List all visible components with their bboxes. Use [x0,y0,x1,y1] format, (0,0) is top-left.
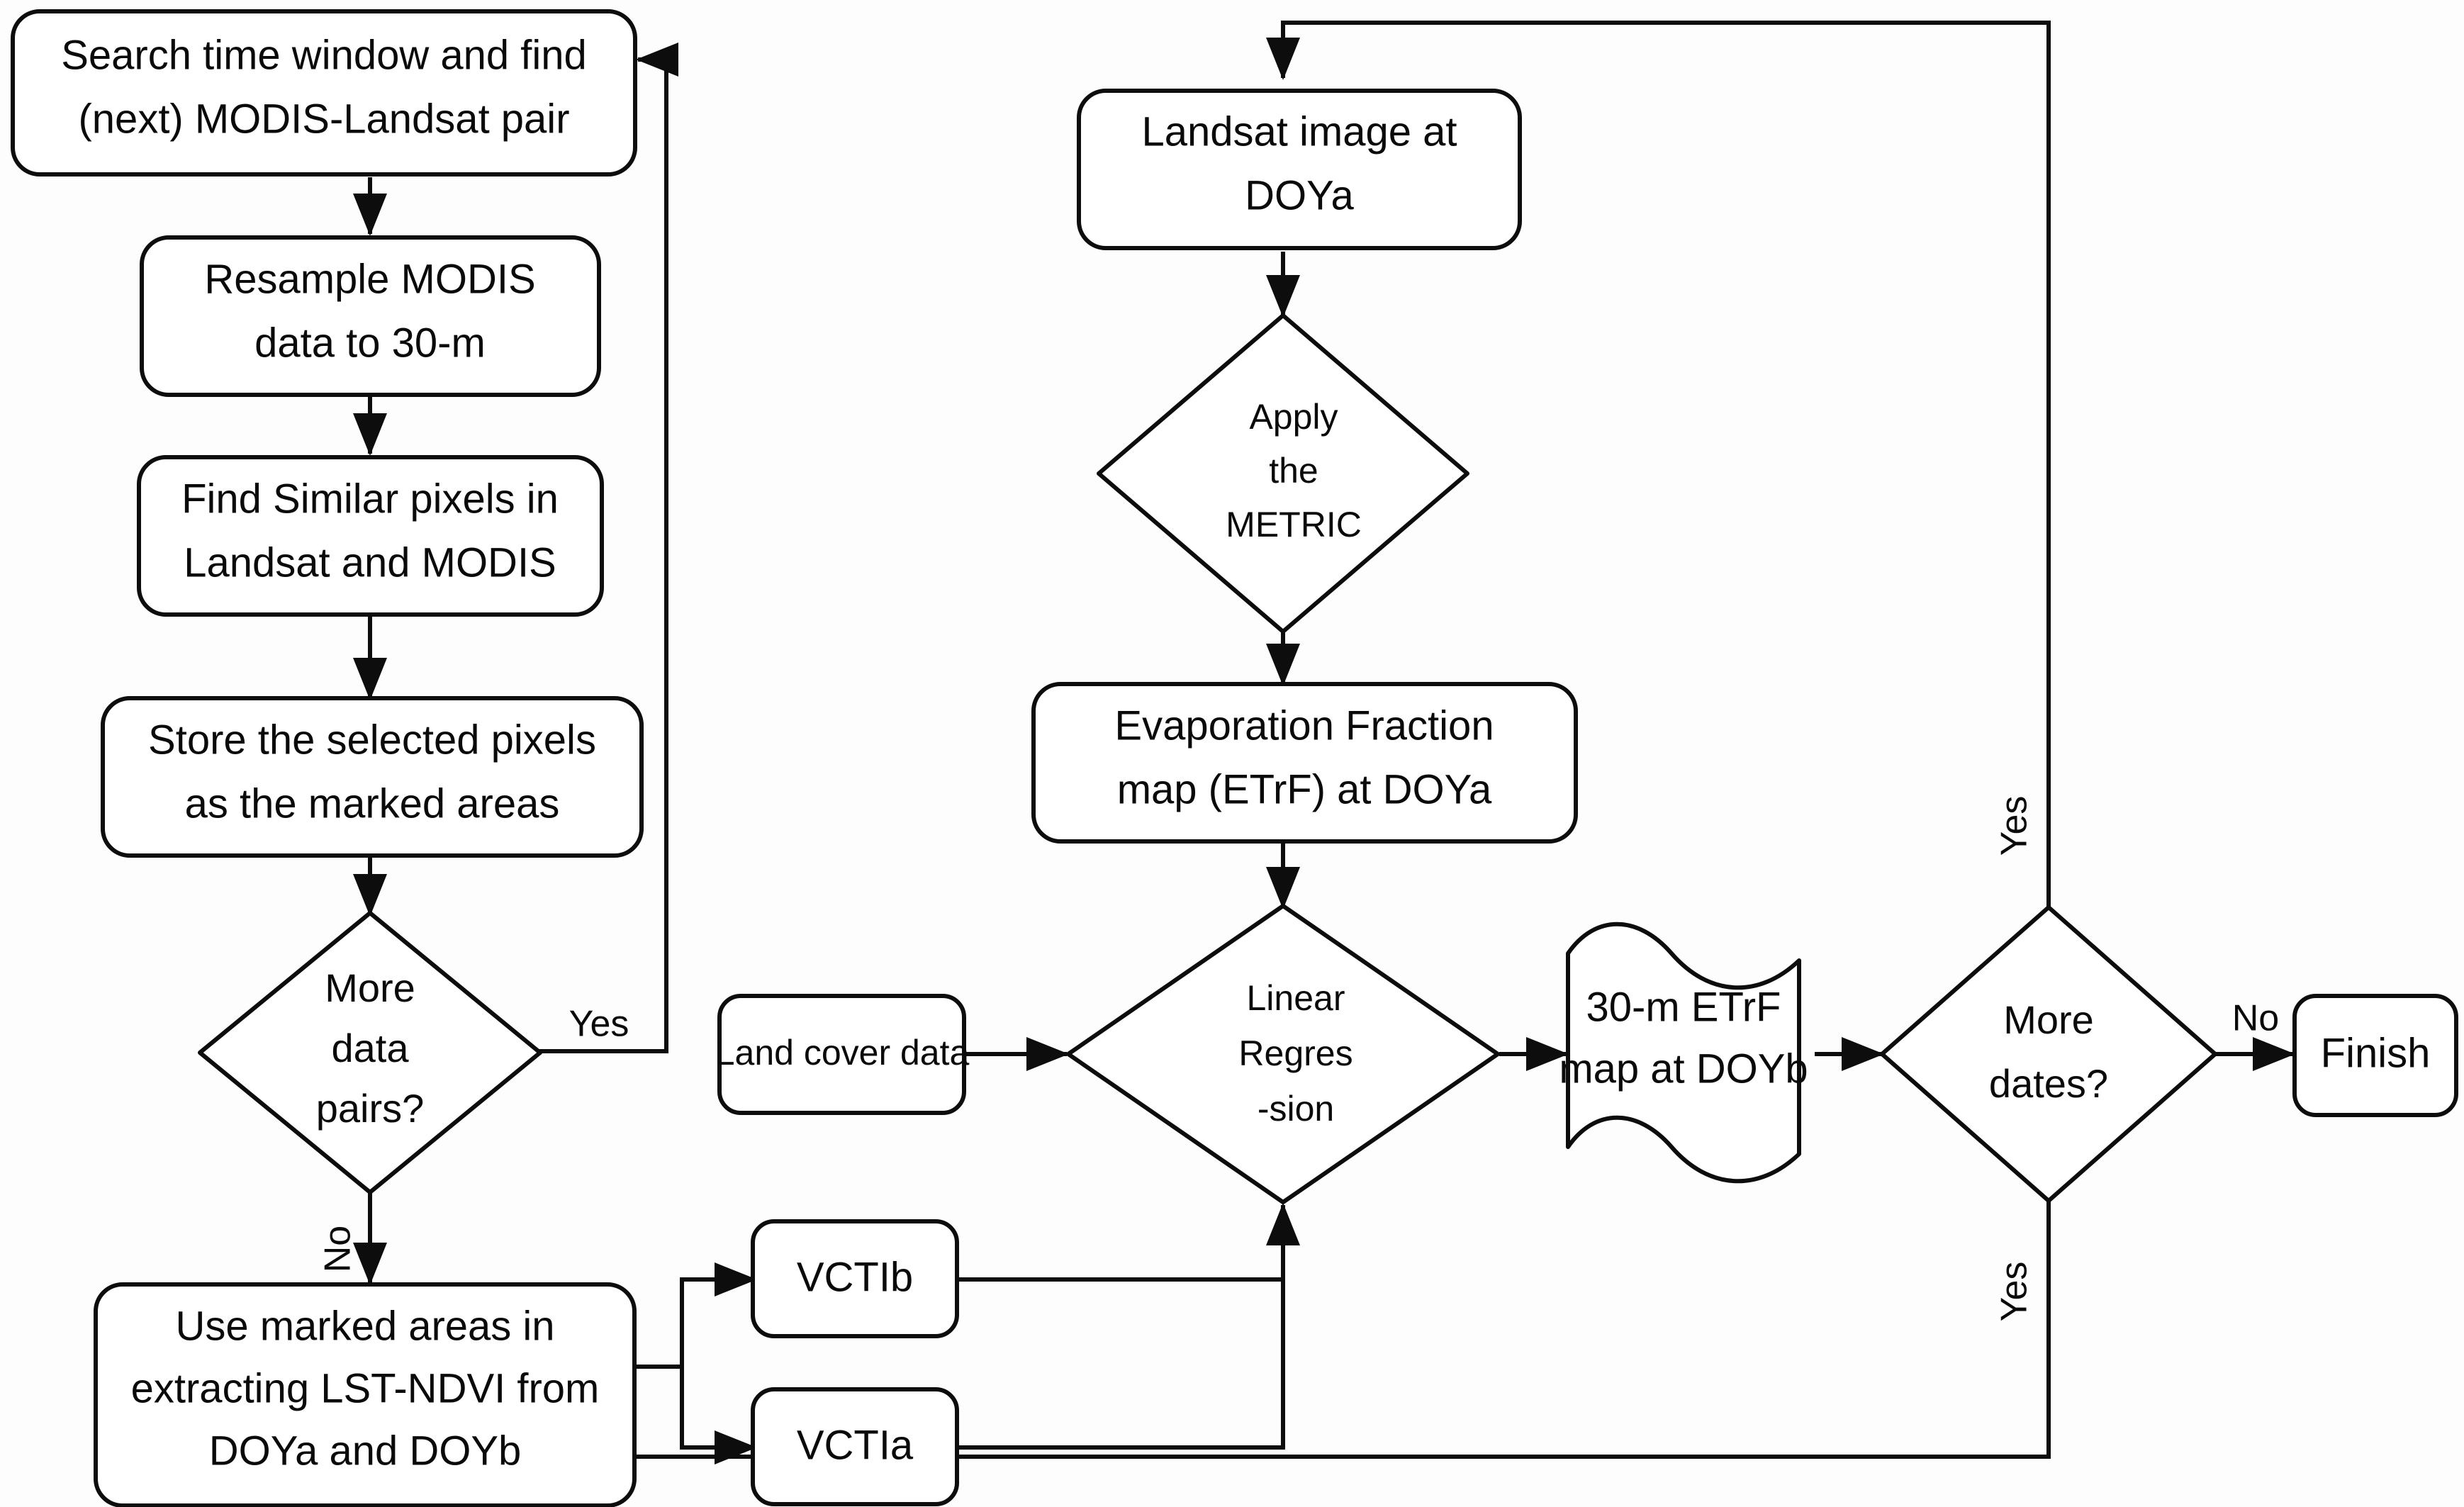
node-search-pair-line-0: Search time window and find [61,32,587,78]
node-store-pixels-line-0: Store the selected pixels [148,717,596,763]
node-evap-fraction-line-1: map (ETrF) at DOYa [1117,766,1492,812]
edge-split-to-vctib [680,1262,757,1367]
node-more-dates-line-1: dates? [1989,1061,2108,1106]
node-search-pair[interactable]: Search time window and find (next) MODIS… [11,9,637,177]
node-linear-regression-line-1: Regres [1238,1033,1353,1073]
edge-split-to-vctia [680,1367,757,1464]
node-use-marked-line-0: Use marked areas in [175,1303,554,1349]
node-use-marked-line-1: extracting LST-NDVI from [131,1365,600,1411]
node-more-data-pairs[interactable]: More data pairs? [198,911,542,1194]
node-more-data-pairs-line-0: More [325,965,415,1010]
node-land-cover-label: Land cover data [715,1033,970,1072]
connector-layer [235,21,2295,1464]
node-store-pixels-line-1: as the marked areas [185,780,560,827]
node-search-pair-line-1: (next) MODIS-Landsat pair [78,96,569,142]
node-store-pixels[interactable]: Store the selected pixels as the marked … [101,696,644,858]
node-more-data-pairs-line-2: pairs? [316,1086,425,1131]
node-resample-line-0: Resample MODIS [204,256,535,302]
node-landsat-image-line-1: DOYa [1245,172,1354,218]
node-more-dates-line-0: More [2003,997,2094,1042]
node-evap-fraction-line-0: Evaporation Fraction [1114,702,1494,749]
node-more-data-pairs-line-1: data [332,1026,410,1070]
node-linear-regression-line-0: Linear [1247,978,1345,1018]
edge-moredates-yes-top-loop [1266,21,2051,907]
node-apply-metric-line-1: the [1269,451,1318,491]
node-vctib[interactable]: VCTIb [751,1219,959,1338]
edge-morepairs-yes-loop [539,43,678,1053]
node-use-marked-line-2: DOYa and DOYb [209,1428,522,1474]
node-finish-label: Finish [2321,1030,2431,1076]
node-resample[interactable]: Resample MODIS data to 30-m [140,235,601,397]
node-vctib-label: VCTIb [797,1254,913,1300]
node-etrf-map-line-1: map at DOYb [1559,1046,1808,1092]
node-linear-regression[interactable]: Linear Regres -sion [1066,904,1500,1204]
node-vctia-label: VCTIa [797,1422,914,1468]
node-more-dates[interactable]: More dates? [1880,905,2217,1203]
node-apply-metric-line-0: Apply [1249,397,1338,437]
node-evap-fraction[interactable]: Evaporation Fraction map (ETrF) at DOYa [1031,682,1578,844]
edge-label-layer: Yes No No Yes Yes [318,796,2280,1322]
node-finish[interactable]: Finish [2292,994,2458,1117]
node-find-similar-line-0: Find Similar pixels in [181,476,559,522]
node-vctia[interactable]: VCTIa [751,1387,959,1506]
node-etrf-map[interactable]: 30-m ETrF map at DOYb [1559,921,1808,1184]
node-linear-regression-line-2: -sion [1258,1089,1334,1128]
edge-label-more-pairs-no: No [318,1226,359,1272]
edge-label-more-dates-yes-top: Yes [1994,796,2035,856]
edge-label-more-dates-yes-bottom: Yes [1994,1262,2035,1322]
node-apply-metric[interactable]: Apply the METRIC [1097,313,1469,634]
node-find-similar[interactable]: Find Similar pixels in Landsat and MODIS [137,455,604,617]
edge-vctib-to-regression [956,1203,1300,1282]
edge-label-more-dates-no: No [2232,998,2279,1039]
node-resample-line-1: data to 30-m [254,320,486,366]
node-land-cover[interactable]: Land cover data [715,994,970,1115]
edge-vctia-to-regression [956,1282,1285,1450]
node-apply-metric-line-2: METRIC [1226,505,1362,544]
node-etrf-map-line-0: 30-m ETrF [1586,984,1781,1030]
edge-label-more-pairs-yes: Yes [569,1004,629,1045]
node-landsat-image-line-0: Landsat image at [1142,108,1457,155]
node-find-similar-line-1: Landsat and MODIS [184,539,556,586]
node-use-marked[interactable]: Use marked areas in extracting LST-NDVI … [94,1282,637,1507]
node-landsat-image[interactable]: Landsat image at DOYa [1077,89,1522,250]
